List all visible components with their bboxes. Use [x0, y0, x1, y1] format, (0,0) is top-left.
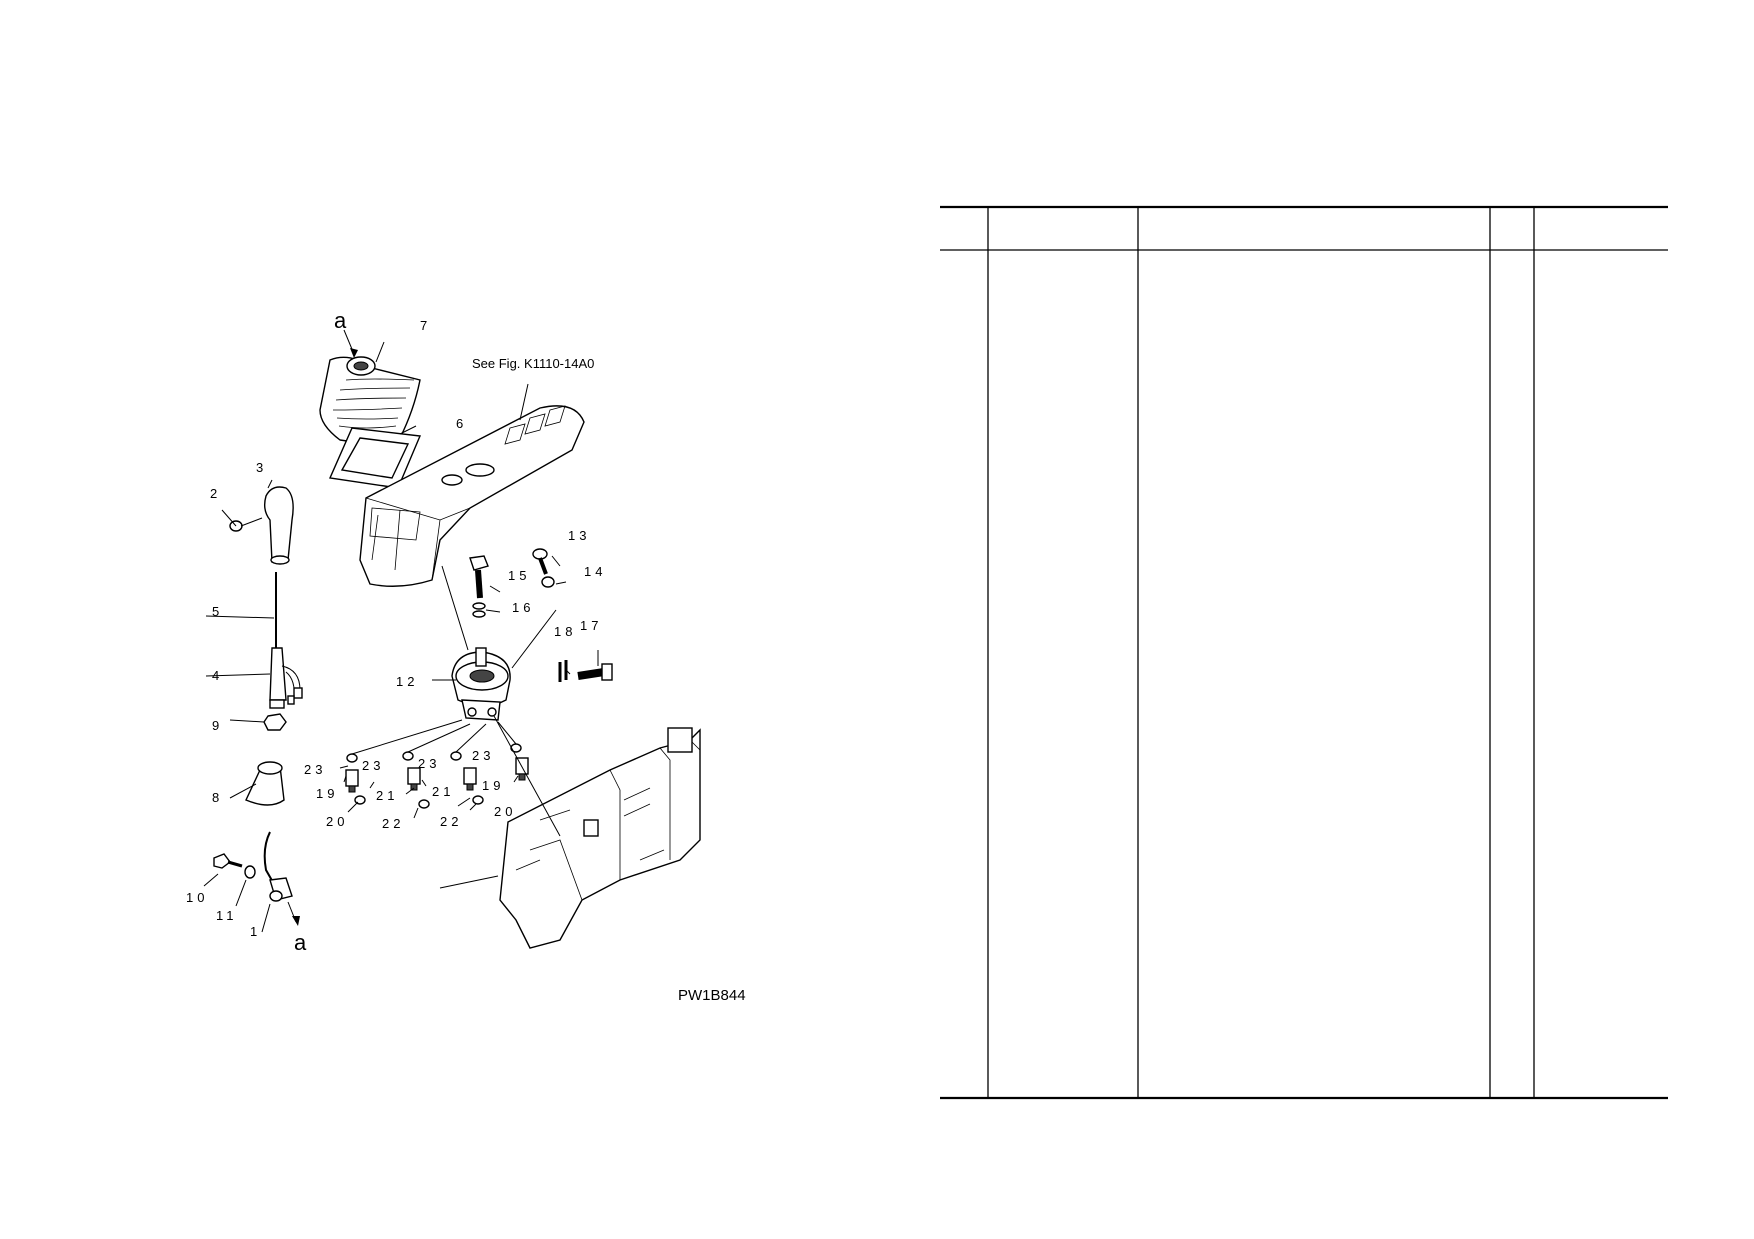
- callout-22-b: 22: [440, 814, 462, 829]
- part-14-washer: [541, 576, 555, 588]
- part-1-lever-arm: [263, 831, 293, 902]
- callout-4: 4: [212, 668, 223, 683]
- callout-10: 10: [186, 890, 208, 905]
- callout-17: 17: [580, 618, 602, 633]
- part-7-boot: [319, 356, 421, 443]
- callout-20-b: 20: [494, 804, 516, 819]
- callout-11: 11: [216, 908, 238, 923]
- callout-5: 5: [212, 604, 223, 619]
- callout-15: 15: [508, 568, 530, 583]
- callout-7: 7: [420, 318, 431, 333]
- exploded-view-diagram: 7 6 3 2 5 4 9 8 10 11 1 12 13 14 15 16 1…: [186, 308, 746, 1004]
- callout-2: 2: [210, 486, 221, 501]
- callout-20-a: 20: [326, 814, 348, 829]
- part-16-washer: [472, 602, 486, 618]
- console-frame: [499, 727, 701, 949]
- part-15-bolt: [469, 555, 489, 599]
- callout-14: 14: [584, 564, 606, 579]
- part-12-pilot-valve: [451, 647, 511, 721]
- callout-12: 12: [396, 674, 418, 689]
- parts-table: [940, 205, 1668, 1100]
- callout-13: 13: [568, 528, 590, 543]
- callout-21-a: 21: [376, 788, 398, 803]
- view-marker-bottom: a: [294, 930, 307, 955]
- callout-6: 6: [456, 416, 467, 431]
- view-marker-top: a: [334, 308, 347, 333]
- callout-22-a: 22: [382, 816, 404, 831]
- callout-19-a: 19: [316, 786, 338, 801]
- figure-code: PW1B844: [678, 987, 746, 1004]
- part-17-bolt: [577, 663, 613, 681]
- callout-19-b: 19: [482, 778, 504, 793]
- callout-1: 1: [250, 924, 261, 939]
- part-9-nut: [263, 713, 287, 731]
- callout-18: 18: [554, 624, 576, 639]
- leader-lines: [203, 341, 599, 933]
- callout-16: 16: [512, 600, 534, 615]
- callout-8: 8: [212, 790, 223, 805]
- part-8-bracket: [245, 761, 285, 806]
- callout-23-d: 23: [472, 748, 494, 763]
- part-3-knob: [263, 486, 294, 565]
- fittings-19-23: [345, 719, 529, 809]
- part-18-pin: [558, 660, 568, 682]
- callout-9: 9: [212, 718, 223, 733]
- part-11-washer: [244, 865, 256, 879]
- console-cover: [359, 405, 585, 587]
- reference-note: See Fig. K1110-14A0: [472, 356, 594, 371]
- part-13-bolt: [532, 548, 548, 575]
- callout-23-b: 23: [362, 758, 384, 773]
- callout-21-b: 21: [432, 784, 454, 799]
- part-10-bolt: [213, 853, 243, 869]
- view-arrows: [287, 329, 358, 926]
- callout-23-a: 23: [304, 762, 326, 777]
- callout-23-c: 23: [418, 756, 440, 771]
- part-4-lever: [269, 572, 303, 709]
- callout-3: 3: [256, 460, 267, 475]
